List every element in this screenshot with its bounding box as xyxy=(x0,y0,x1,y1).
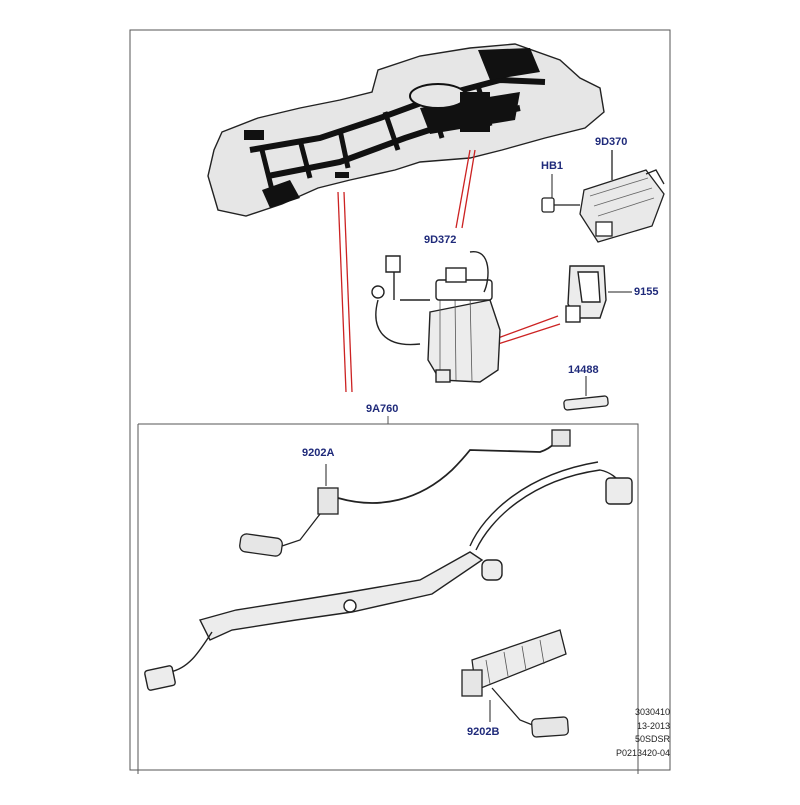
harness-assembly-frame xyxy=(137,416,639,774)
level-sender-9202B xyxy=(461,629,569,738)
reference-line-1: 3030410 xyxy=(634,707,670,717)
bolt-HB1 xyxy=(541,174,580,213)
reference-line-4: P0213420-04 xyxy=(615,747,670,758)
callout-9155: 9155 xyxy=(634,286,659,298)
reference-line-3: 50SDSR xyxy=(634,734,670,744)
callout-9202B: 9202B xyxy=(467,726,500,738)
callout-9202A: 9202A xyxy=(302,447,335,459)
callout-HB1: HB1 xyxy=(541,160,564,172)
reference-line-2: 13-2013 xyxy=(636,720,670,731)
fuel-pump-module xyxy=(371,251,501,383)
transfer-pipe-assembly xyxy=(144,461,633,691)
control-module-9D370 xyxy=(579,150,665,243)
drawing-reference-block: 3030410 13-2013 50SDSR P0213420-04 xyxy=(590,706,670,760)
red-leader-lines xyxy=(337,149,561,393)
fuel-tank-illustration xyxy=(207,43,605,217)
callout-9D370: 9D370 xyxy=(595,136,628,148)
callout-14488: 14488 xyxy=(568,364,599,376)
level-sender-9202A xyxy=(239,429,571,557)
bracket-9155 xyxy=(565,265,632,323)
callout-9D372: 9D372 xyxy=(424,234,457,246)
callout-9A760: 9A760 xyxy=(366,403,399,415)
clip-14488 xyxy=(563,376,609,411)
